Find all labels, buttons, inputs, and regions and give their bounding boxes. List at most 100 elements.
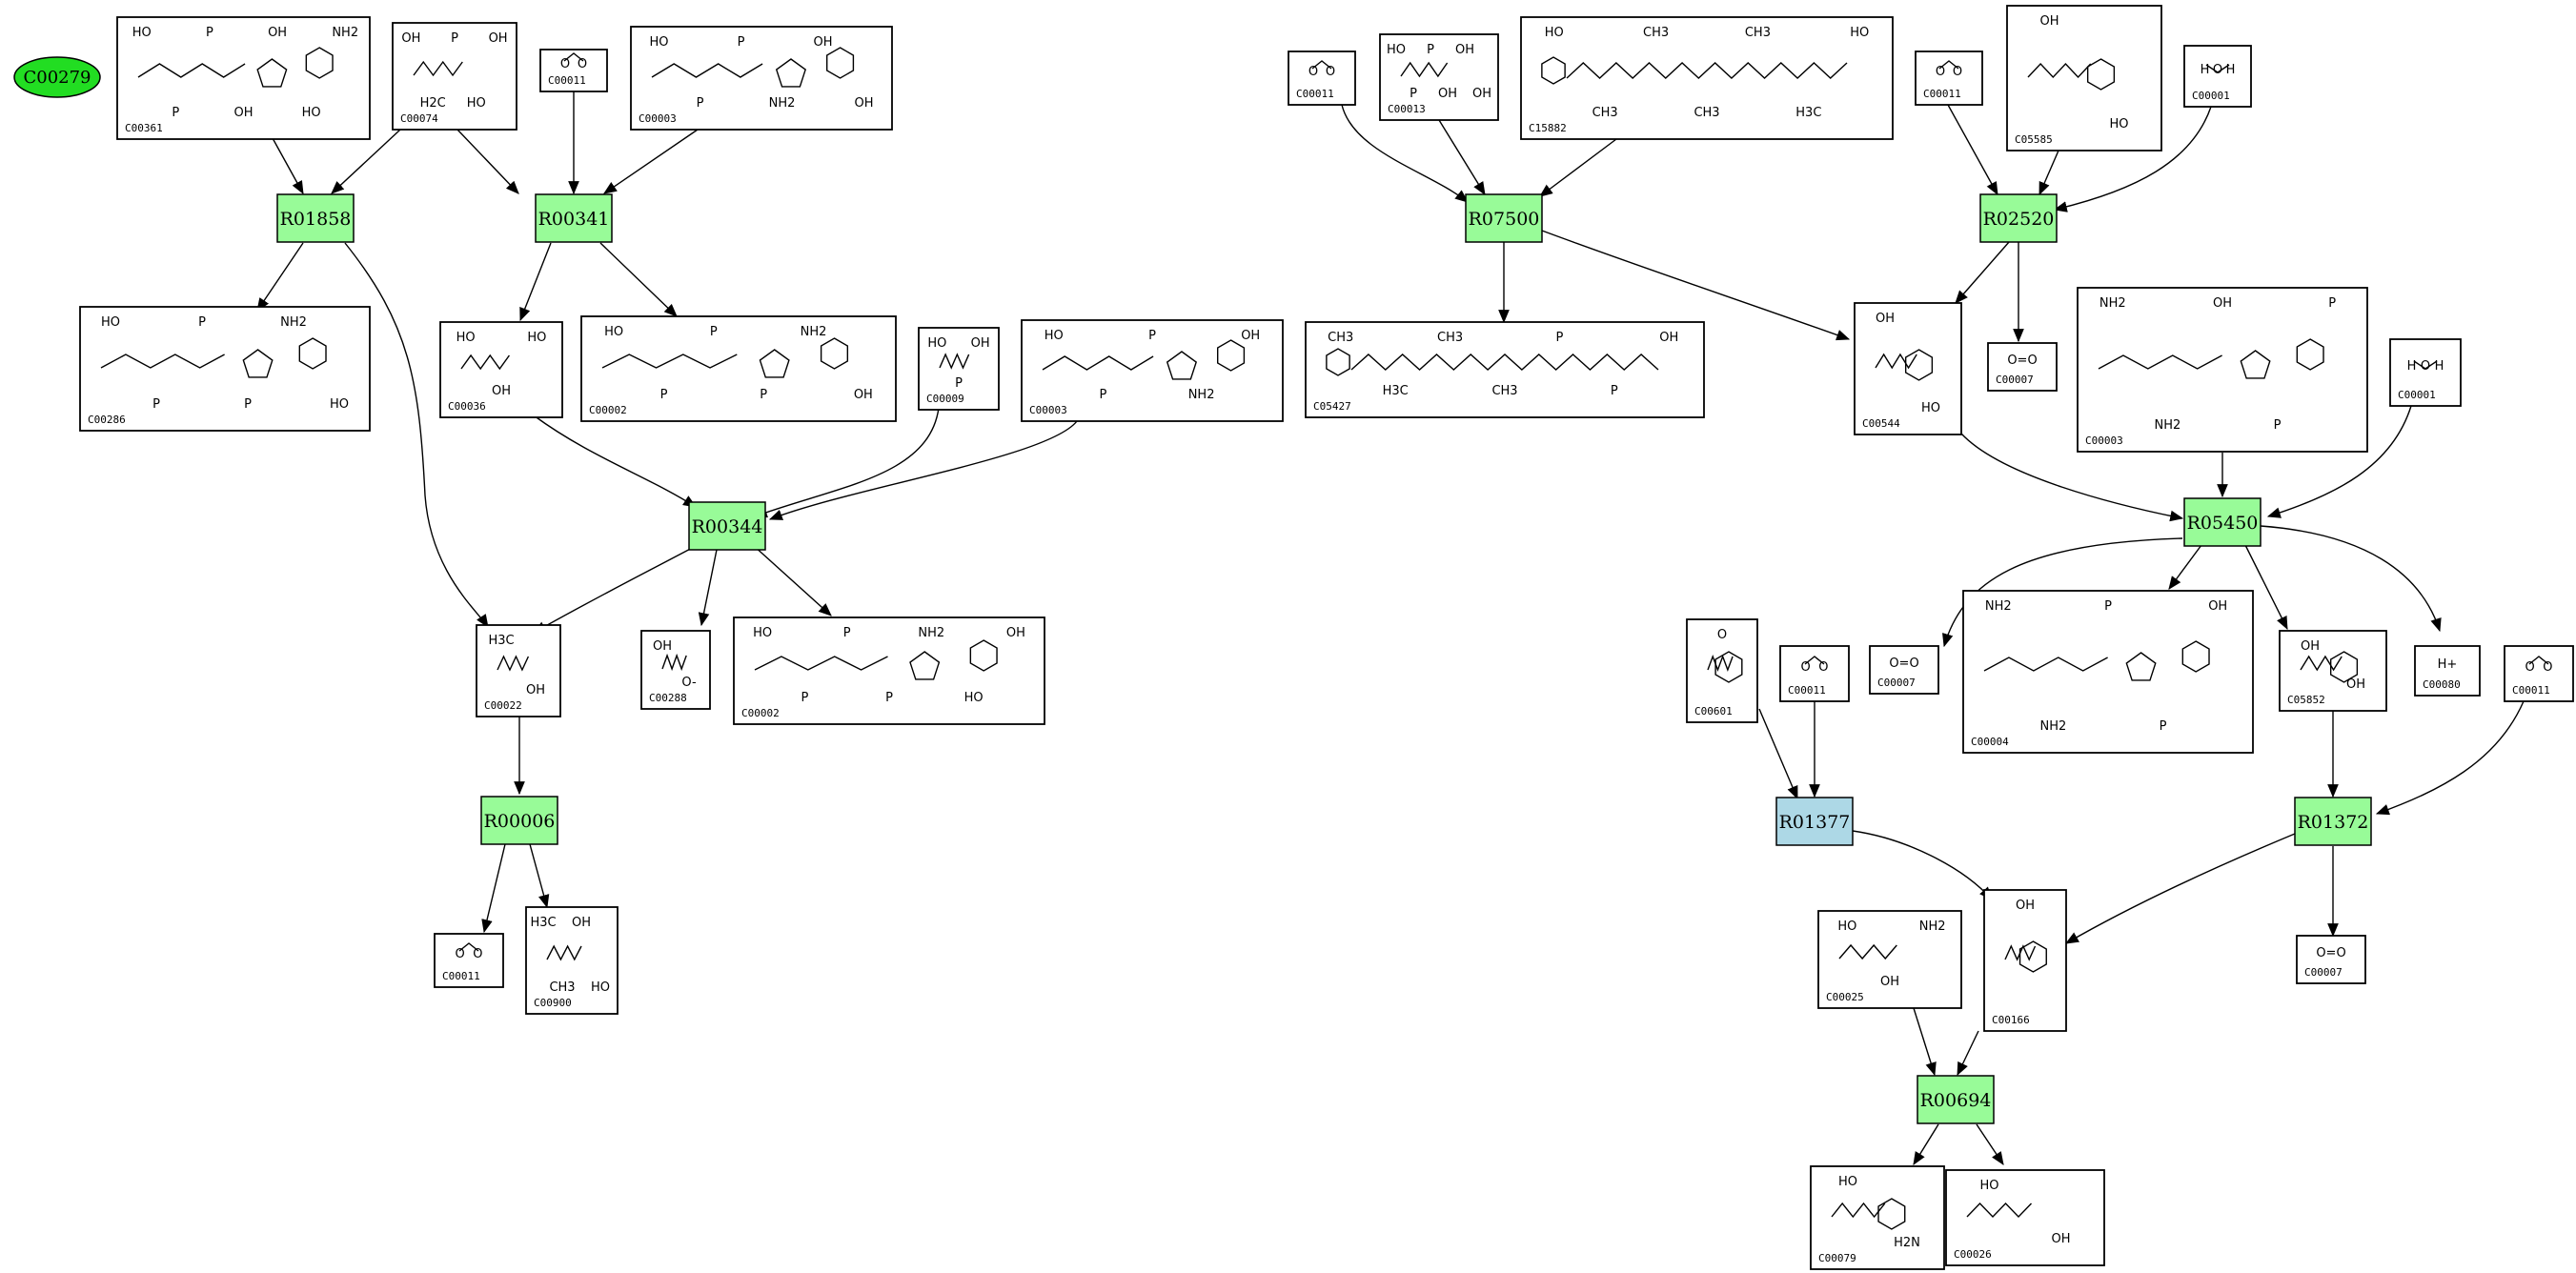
atom-label: OH (2039, 14, 2059, 29)
compound-id: C00002 (741, 707, 780, 719)
edge (1913, 1007, 1937, 1077)
atom-label: P (172, 106, 179, 120)
reaction-node-r01858[interactable]: R01858 (276, 193, 355, 243)
edge (1960, 433, 2184, 522)
atom-label: P (710, 325, 718, 339)
reaction-node-r00344[interactable]: R00344 (688, 501, 766, 551)
reaction-node-r00341[interactable]: R00341 (535, 193, 613, 243)
atom-label: P (1611, 384, 1618, 398)
atom-label: HO (456, 331, 476, 345)
compound-id: C00011 (1788, 684, 1826, 697)
atom-label: OH (1455, 43, 1474, 57)
structure-drawing: OH (2004, 899, 2047, 973)
edge (599, 242, 678, 317)
reaction-node-r07500[interactable]: R07500 (1465, 193, 1543, 243)
compound-id: C15882 (1529, 122, 1567, 134)
atom-label: OH (2051, 1232, 2070, 1246)
atom-label: HO (604, 325, 623, 339)
reaction-node-r01377[interactable]: R01377 (1775, 797, 1854, 846)
atom-label: OH (492, 384, 511, 398)
reaction-label: R00344 (692, 516, 763, 537)
structure-drawing: O (1707, 628, 1743, 683)
structure-drawing: OHO- (653, 639, 697, 690)
reaction-node-r02520[interactable]: R02520 (1979, 193, 2058, 243)
atom-label: P (955, 376, 963, 391)
atom-label: H2N (1894, 1236, 1920, 1250)
atom-label: O (1308, 65, 1318, 79)
reaction-node-r00006[interactable]: R00006 (480, 796, 558, 845)
atom-label: OH (1880, 975, 1899, 989)
atom-label: P (206, 26, 213, 40)
reaction-node-r01372[interactable]: R01372 (2294, 797, 2372, 846)
reaction-node-r00694[interactable]: R00694 (1917, 1075, 1995, 1124)
compound-id: C05427 (1313, 400, 1351, 413)
reaction-label: R02520 (1983, 209, 2055, 230)
atom-label: P (1427, 43, 1434, 57)
start-node-label: C00279 (23, 68, 91, 88)
atom-label: P (2104, 599, 2112, 614)
atom-label: OH (1472, 87, 1491, 101)
atom-label: OH (572, 916, 591, 930)
atom-label: O (1326, 65, 1335, 79)
start-node[interactable]: C00279 (13, 56, 101, 98)
atom-label: HO (1387, 43, 1406, 57)
compound-id: C00074 (400, 112, 438, 125)
reaction-node-r05450[interactable]: R05450 (2183, 497, 2262, 547)
atom-label: P (1410, 87, 1417, 101)
atom-label: P (738, 35, 745, 50)
compound-nodes: C00361HOPPOHOHHONH2C00074OHH2CPHOOHC0001… (79, 5, 2574, 1270)
atom-label: NH2 (1985, 599, 2012, 614)
atom-label: O (2543, 660, 2552, 675)
atom-label: HO (101, 315, 120, 330)
atom-label: NH2 (918, 626, 944, 640)
compound-id: C00022 (484, 699, 522, 712)
compound-id: C00025 (1826, 991, 1864, 1003)
atom-label: CH3 (549, 980, 575, 995)
edge (519, 242, 552, 322)
atom-label: CH3 (1592, 106, 1618, 120)
